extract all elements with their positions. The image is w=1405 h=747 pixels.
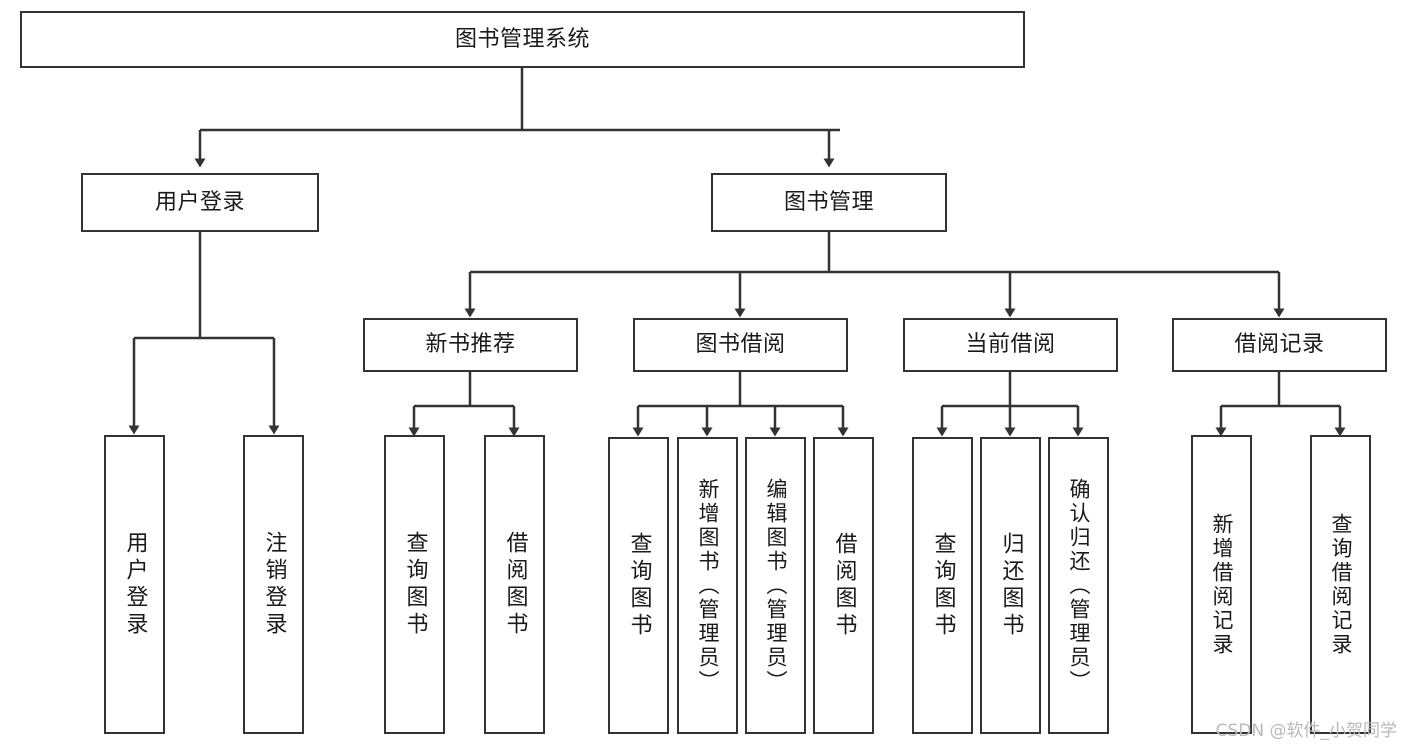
node-leaf-borrow-borrow-book-label: 借阅图书: [831, 531, 857, 640]
node-current-borrow[interactable]: 当前借阅: [903, 318, 1118, 372]
node-book-management[interactable]: 图书管理: [711, 173, 947, 232]
node-leaf-user-login-signin[interactable]: 用户登录: [104, 435, 165, 734]
node-book-borrow[interactable]: 图书借阅: [633, 318, 848, 372]
node-leaf-newbook-borrow-label: 借阅图书: [502, 530, 528, 639]
node-borrow-records-label: 借阅记录: [1234, 332, 1325, 358]
node-current-borrow-label: 当前借阅: [965, 332, 1056, 358]
node-leaf-borrow-query[interactable]: 查询图书: [608, 437, 669, 734]
node-leaf-records-query[interactable]: 查询借阅记录: [1310, 435, 1371, 734]
node-leaf-records-query-label: 查询借阅记录: [1329, 512, 1353, 657]
node-new-book-recommend[interactable]: 新书推荐: [363, 318, 578, 372]
node-leaf-newbook-borrow[interactable]: 借阅图书: [484, 435, 545, 734]
node-leaf-borrow-borrow-book[interactable]: 借阅图书: [813, 437, 874, 734]
csdn-watermark: CSDN @软件_小贺同学: [1215, 721, 1397, 741]
node-leaf-borrow-add-book-label: 新增图书（管理员）: [696, 477, 720, 694]
node-leaf-borrow-edit-book-label: 编辑图书（管理员）: [764, 477, 788, 694]
node-leaf-borrow-add-book[interactable]: 新增图书（管理员）: [677, 437, 738, 734]
node-leaf-newbook-query-label: 查询图书: [402, 530, 428, 639]
node-leaf-user-login-signin-label: 用户登录: [122, 530, 148, 639]
node-root-label: 图书管理系统: [454, 26, 590, 52]
node-leaf-current-query[interactable]: 查询图书: [912, 437, 973, 734]
node-root[interactable]: 图书管理系统: [20, 11, 1025, 68]
node-leaf-user-login-signout[interactable]: 注销登录: [243, 435, 304, 734]
node-leaf-records-add-label: 新增借阅记录: [1210, 512, 1234, 657]
node-new-book-recommend-label: 新书推荐: [425, 332, 516, 358]
node-leaf-current-return-label: 归还图书: [998, 531, 1024, 640]
node-book-management-label: 图书管理: [783, 189, 874, 215]
node-borrow-records[interactable]: 借阅记录: [1172, 318, 1387, 372]
node-leaf-borrow-edit-book[interactable]: 编辑图书（管理员）: [745, 437, 806, 734]
node-leaf-borrow-query-label: 查询图书: [626, 531, 652, 640]
node-book-borrow-label: 图书借阅: [695, 332, 786, 358]
node-leaf-current-confirm-return[interactable]: 确认归还（管理员）: [1048, 437, 1109, 734]
node-leaf-records-add[interactable]: 新增借阅记录: [1191, 435, 1252, 734]
node-leaf-current-confirm-return-label: 确认归还（管理员）: [1067, 477, 1091, 694]
node-leaf-newbook-query[interactable]: 查询图书: [384, 435, 445, 734]
node-user-login-label: 用户登录: [154, 189, 245, 215]
node-leaf-user-login-signout-label: 注销登录: [261, 530, 287, 639]
node-user-login[interactable]: 用户登录: [81, 173, 319, 232]
node-leaf-current-query-label: 查询图书: [930, 531, 956, 640]
node-leaf-current-return[interactable]: 归还图书: [980, 437, 1041, 734]
